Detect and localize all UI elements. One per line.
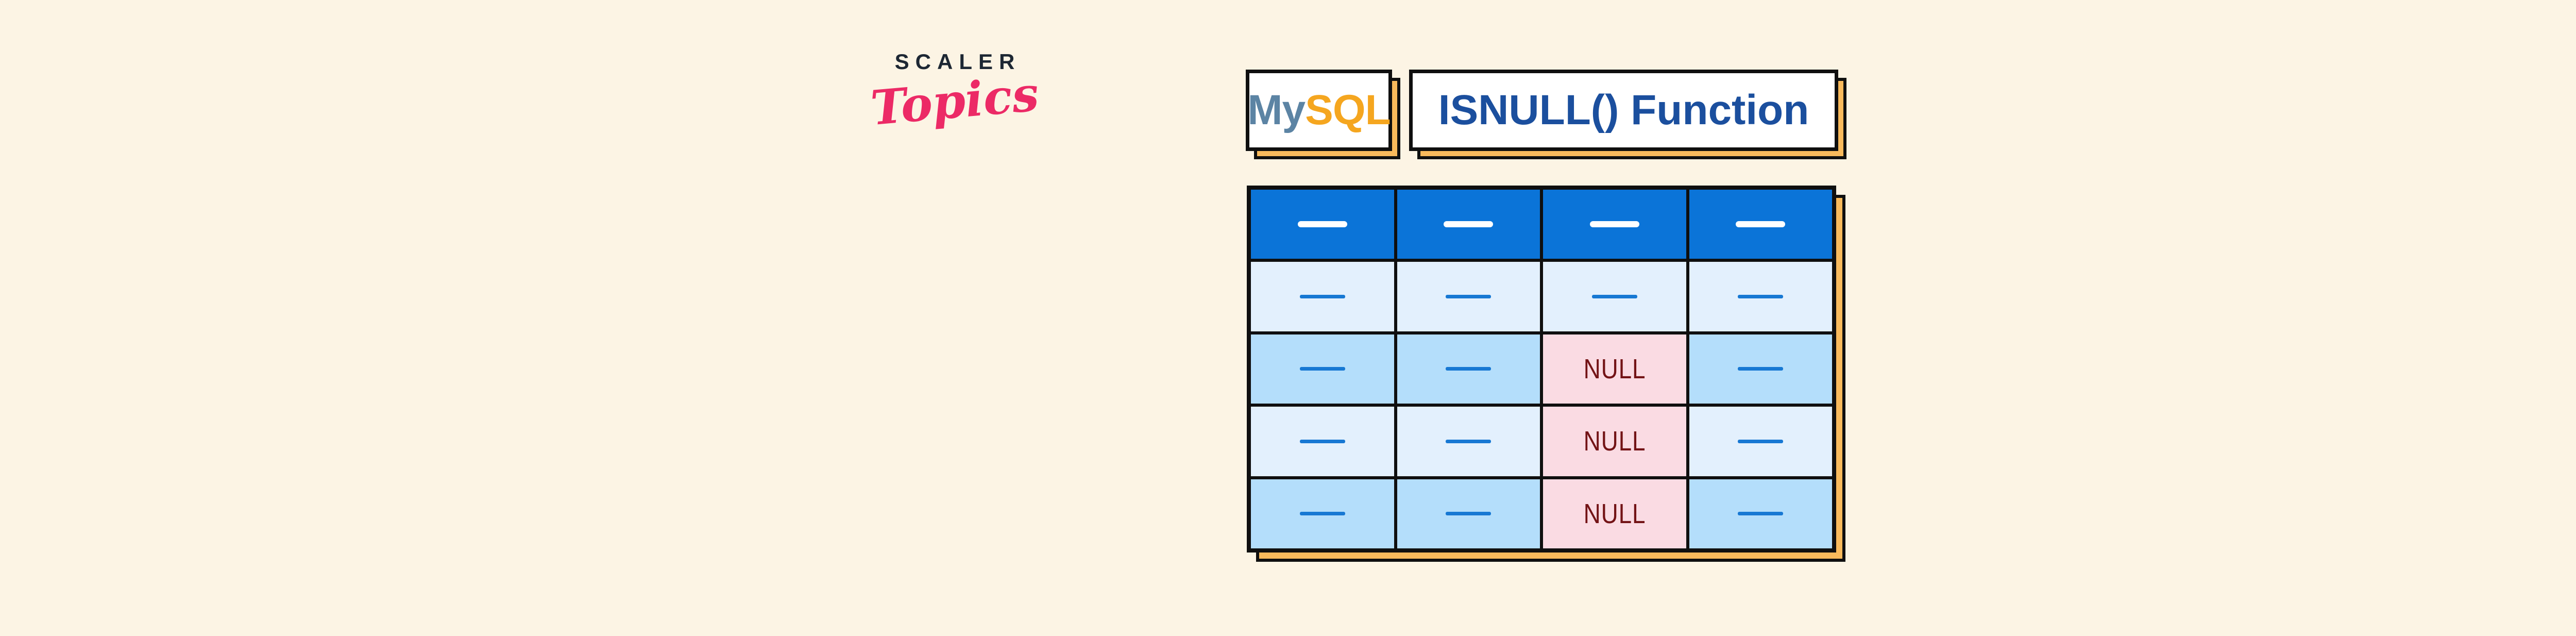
table-cell — [1251, 407, 1394, 476]
header-cell — [1689, 190, 1832, 259]
null-value-text: NULL — [1583, 353, 1646, 384]
table-cell — [1689, 407, 1832, 476]
scaler-topics-logo: SCALER Topics — [869, 49, 1041, 136]
header-cell — [1251, 190, 1394, 259]
header-dash-icon — [1297, 221, 1347, 228]
cell-dash-icon — [1738, 439, 1784, 443]
header-cell — [1543, 190, 1686, 259]
logo-script-text: Topics — [868, 65, 1041, 137]
isnull-example-table: NULL NULL NULL — [1247, 186, 1845, 562]
mysql-badge: MySQL — [1246, 70, 1400, 159]
cell-dash-icon — [1299, 295, 1345, 299]
mysql-wordmark-my: My — [1247, 87, 1306, 133]
cell-dash-icon — [1299, 512, 1345, 516]
logo-brand-text: SCALER — [894, 49, 1021, 74]
table-cell — [1397, 479, 1540, 548]
cell-dash-icon — [1738, 512, 1784, 516]
header-dash-icon — [1589, 221, 1639, 228]
table-cell — [1397, 407, 1540, 476]
null-cell: NULL — [1543, 334, 1686, 404]
table-cell — [1689, 262, 1832, 331]
page-title: ISNULL() Function — [1438, 87, 1809, 133]
table-cell — [1397, 262, 1540, 331]
cell-dash-icon — [1446, 295, 1492, 299]
header-dash-icon — [1444, 221, 1494, 228]
mysql-badge-face: MySQL — [1246, 70, 1392, 151]
cell-dash-icon — [1299, 367, 1345, 371]
mysql-wordmark-sql: SQL — [1305, 87, 1391, 133]
header-dash-icon — [1736, 221, 1786, 228]
table-cell — [1251, 262, 1394, 331]
table-cell — [1689, 334, 1832, 404]
cell-dash-icon — [1299, 439, 1345, 443]
null-cell: NULL — [1543, 407, 1686, 476]
null-value-text: NULL — [1583, 498, 1646, 529]
table-cell — [1689, 479, 1832, 548]
cell-dash-icon — [1738, 295, 1784, 299]
cell-dash-icon — [1738, 367, 1784, 371]
table-cell — [1251, 334, 1394, 404]
table-cell — [1543, 262, 1686, 331]
null-cell: NULL — [1543, 479, 1686, 548]
table-cell — [1397, 334, 1540, 404]
table-cell — [1251, 479, 1394, 548]
cell-dash-icon — [1446, 439, 1492, 443]
mysql-wordmark: MySQL — [1247, 86, 1391, 135]
cell-dash-icon — [1446, 512, 1492, 516]
header-cell — [1397, 190, 1540, 259]
cell-dash-icon — [1446, 367, 1492, 371]
title-banner-face: ISNULL() Function — [1409, 70, 1838, 151]
title-banner: ISNULL() Function — [1409, 70, 1846, 159]
table-grid: NULL NULL NULL — [1247, 186, 1836, 553]
cell-dash-icon — [1591, 295, 1637, 299]
null-value-text: NULL — [1583, 426, 1646, 457]
